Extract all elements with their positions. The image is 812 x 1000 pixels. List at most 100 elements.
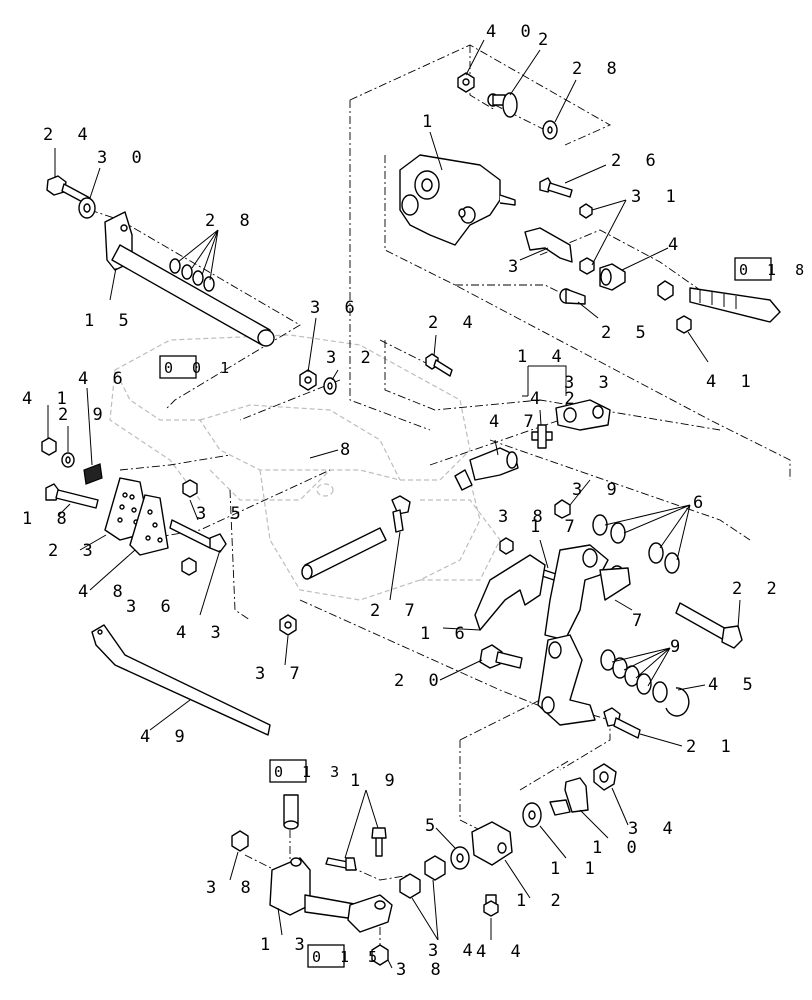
part-13-universal-joint (269, 857, 393, 933)
part-5-washer (450, 846, 470, 870)
part-27-shaft (301, 527, 387, 580)
callout-34b: 3 4 (428, 941, 480, 961)
part-26-bolt (539, 177, 573, 198)
callout-48: 4 8 (78, 582, 130, 602)
callout-1: 1 (422, 112, 439, 132)
part-15-shaft (104, 211, 275, 347)
callout-8: 8 (340, 440, 357, 460)
callout-22: 2 2 (732, 579, 784, 599)
callout-7: 7 (632, 611, 649, 631)
callout-38c: 3 8 (396, 960, 448, 980)
part-49-strap (91, 624, 271, 736)
part-46-spring (83, 463, 103, 485)
callout-47: 4 7 (489, 412, 541, 432)
callout-30: 3 0 (97, 148, 149, 168)
callout-49: 4 9 (140, 727, 192, 747)
callout-13: 1 3 (260, 935, 312, 955)
callout-42: 4 2 (530, 389, 582, 409)
part-41-nut-right (676, 315, 692, 334)
callout-20: 2 0 (394, 671, 446, 691)
callout-6: 6 (693, 493, 710, 513)
callout-31: 3 1 (631, 187, 683, 207)
part-44-grease-fitting (483, 894, 499, 917)
part-40-nut (457, 72, 475, 93)
callout-29: 2 9 (58, 405, 110, 425)
callout-21: 2 1 (686, 737, 738, 757)
callout-24b: 2 4 (428, 313, 480, 333)
part-33-yoke (555, 399, 611, 431)
callout-37: 3 7 (255, 664, 307, 684)
part-45-clip (665, 687, 690, 717)
part-35-nut (182, 479, 198, 498)
callout-35: 3 5 (196, 504, 248, 524)
part-25-stud (559, 288, 586, 305)
leader-lines (47, 39, 741, 969)
part-34-nut-right (593, 763, 617, 791)
callout-10: 1 0 (592, 838, 644, 858)
part-36-nut-lower (181, 557, 197, 576)
callout-25: 2 5 (601, 323, 653, 343)
part-29-washer (61, 452, 75, 468)
callouts: 4 0 2 2 8 2 4 3 0 1 2 6 3 1 2 8 4 3 1 5 … (22, 22, 784, 980)
part-22-bolt (675, 602, 743, 649)
callout-9: 9 (670, 637, 687, 657)
reference-013-label: 0 1 3 (274, 763, 344, 781)
part-30-washer (78, 197, 96, 219)
part-21-bolt (603, 707, 641, 739)
reference-013: 0 1 3 (269, 759, 344, 783)
reference-001: 0 0 1 (159, 355, 234, 379)
callout-45: 4 5 (708, 675, 760, 695)
callout-39: 3 9 (572, 480, 624, 500)
callout-15: 1 5 (84, 311, 136, 331)
part-28-washer-top (542, 120, 558, 140)
callout-38b: 3 8 (206, 878, 258, 898)
reference-015: 0 1 5 (307, 944, 377, 968)
callout-38a: 3 8 (498, 507, 550, 527)
callout-18: 1 8 (22, 509, 74, 529)
callout-40: 4 0 (486, 22, 538, 42)
part-38-nut-left (231, 830, 249, 852)
part-013-shaft (283, 794, 299, 830)
part-1-valve-body (399, 154, 516, 246)
part-36-nut-upper (299, 369, 317, 391)
part-20-bolt (479, 644, 523, 669)
part-41-nut-left (41, 437, 57, 456)
reference-018-label: 0 1 8 (739, 261, 809, 279)
callout-46: 4 6 (78, 369, 130, 389)
part-11-washer (522, 802, 542, 828)
part-39-nut (554, 499, 571, 519)
part-27-bolt (391, 495, 411, 533)
part-48-plate (129, 494, 169, 556)
part-16-cam-plate (474, 554, 546, 631)
callout-34a: 3 4 (628, 819, 680, 839)
callout-41b: 4 1 (22, 389, 74, 409)
callout-36a: 3 6 (310, 298, 362, 318)
callout-36b: 3 6 (126, 597, 178, 617)
callout-32: 3 2 (326, 348, 378, 368)
part-018-rod-end (657, 280, 781, 323)
callout-44: 4 4 (476, 942, 528, 962)
part-43-bolt (169, 519, 227, 553)
callout-4: 4 (668, 235, 685, 255)
callout-5: 5 (425, 816, 442, 836)
part-7-lower-arm (537, 634, 596, 726)
part-47-yoke-shaft (454, 447, 519, 491)
part-6-washers (592, 514, 680, 574)
part-42-cross (531, 424, 553, 449)
callout-12: 1 2 (516, 891, 568, 911)
part-7-lever (544, 544, 631, 641)
part-2-clevis-pin (487, 92, 518, 118)
ghost-frame-housing (109, 334, 501, 601)
reference-001-label: 0 0 1 (164, 359, 234, 377)
callout-3: 3 (508, 257, 525, 277)
part-18-bolt (45, 483, 99, 509)
part-10-fitting (549, 777, 589, 816)
reference-018: 0 1 8 (734, 257, 809, 281)
part-31-nuts (579, 203, 595, 275)
callout-33: 3 3 (564, 373, 616, 393)
part-34-nuts-lower (399, 855, 446, 899)
part-4-knob (599, 263, 626, 291)
part-12-block (471, 821, 513, 866)
callout-17: 1 7 (530, 517, 582, 537)
